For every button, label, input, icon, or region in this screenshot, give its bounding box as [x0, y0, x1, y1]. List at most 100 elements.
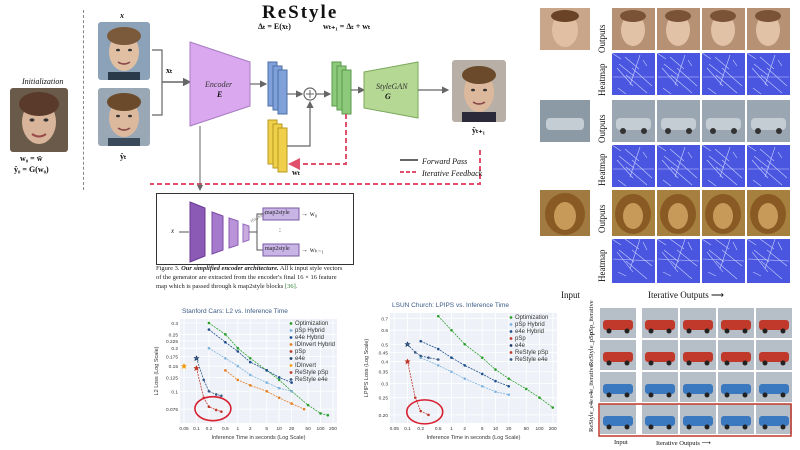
bottom-iter-label: Iterative Outputs ⟶ [656, 440, 711, 447]
heatmap-texture [701, 52, 712, 60]
data-point [480, 356, 484, 359]
data-point [224, 333, 227, 336]
encoder-symbol: E [217, 90, 223, 99]
row-label-e4e-iterative: e4e_iterative [588, 364, 595, 398]
data-point [319, 412, 322, 415]
stylegan-label: StyleGAN [376, 82, 408, 91]
heatmap-texture [617, 271, 627, 277]
y-tick-label: 0.225 [166, 339, 178, 345]
highlight-circle [194, 395, 232, 422]
heatmap-texture [624, 238, 640, 250]
data-point [220, 410, 223, 413]
legend-marker [509, 358, 513, 361]
wheel-shape [666, 328, 672, 334]
car-body [759, 320, 789, 330]
heatmap-texture [707, 179, 717, 187]
heatmap-texture [618, 155, 635, 169]
legend-entry: e4e Hybrid [295, 335, 324, 341]
hair-shape [710, 10, 736, 22]
legend-marker [509, 337, 513, 340]
x-tick-label: 1 [450, 426, 453, 432]
data-point [419, 354, 423, 358]
wheel-shape [724, 392, 730, 398]
y-axis-label: LPIPS Loss (Log Scale) [364, 339, 370, 398]
right-iter-label: Iterative Outputs ⟶ [648, 290, 724, 300]
data-point [406, 360, 409, 363]
data-point [248, 373, 252, 377]
data-point [480, 372, 484, 376]
data-point [302, 407, 306, 411]
yt1-label: ŷₜ₊₁ [472, 126, 485, 135]
legend-marker [289, 343, 293, 346]
data-point [277, 376, 281, 379]
heatmap-texture [719, 146, 731, 178]
heatmap-texture [721, 67, 743, 87]
legend-marker [289, 336, 293, 339]
y-tick-label: 0.7 [381, 316, 388, 322]
heatmap-texture [662, 271, 672, 277]
figure-caption: Figure 3. Our simplified encoder archite… [156, 265, 343, 290]
car-body [683, 320, 713, 330]
heatmap-thumbnail [702, 239, 745, 283]
legend-entry: pSp Hybrid [515, 322, 545, 328]
heatmap-texture [687, 59, 693, 67]
car-body [603, 320, 633, 330]
data-point [236, 350, 240, 353]
heatmap-texture [759, 238, 775, 250]
heatmap-texture [670, 260, 693, 280]
data-point [265, 381, 269, 384]
map2style-bottom: map2style [265, 246, 290, 252]
data-point [419, 339, 423, 343]
wheel-shape [606, 360, 612, 366]
wheel-shape [762, 424, 768, 430]
encoder-block [189, 41, 251, 127]
x-tick-label: 0.2 [206, 426, 213, 432]
heatmap-texture [760, 166, 783, 186]
x-tick-label: 50 [524, 426, 530, 432]
heatmap-texture [777, 151, 783, 159]
heatmap-texture [617, 87, 627, 95]
data-point [214, 408, 218, 412]
data-point [436, 364, 440, 367]
x-tick-label: 20 [506, 426, 512, 432]
heatmap-texture [752, 271, 762, 277]
data-point [436, 314, 440, 318]
wheel-shape [686, 392, 692, 398]
heatmap-texture [624, 148, 640, 162]
data-point [494, 379, 497, 383]
data-point [236, 364, 240, 368]
heatmap-texture [760, 260, 783, 280]
x-tick-label: 0.5 [435, 426, 442, 432]
input-face-image [98, 22, 150, 80]
legend-entry: e4e Hybrid [515, 329, 544, 335]
y-tick-label: 0.25 [379, 396, 389, 402]
wheel-shape [724, 360, 730, 366]
y-axis-label: L2 Loss (Log Scale) [154, 346, 160, 395]
data-point [224, 356, 227, 360]
y-tick-label: 0.6 [381, 328, 388, 334]
x-tick-label: 0.05 [390, 426, 400, 432]
car-shape [751, 118, 786, 130]
init-face-image [10, 88, 68, 152]
data-point [507, 377, 511, 380]
wheel-shape [704, 328, 710, 334]
heatmap-texture [611, 52, 622, 60]
wheel-shape [742, 392, 748, 398]
wheel-shape [704, 424, 710, 430]
heatmap-texture [732, 241, 738, 251]
heatmap-texture [719, 54, 731, 86]
data-point [436, 347, 440, 351]
data-point [406, 342, 409, 346]
car-shape [616, 118, 651, 130]
current-output-face-image [98, 88, 150, 146]
data-point [224, 340, 227, 344]
x-tick-label: 1 [236, 426, 239, 432]
heatmap-texture [663, 155, 680, 169]
heatmap-texture [663, 63, 680, 77]
heatmap-texture [676, 159, 698, 179]
x-tick-label: 200 [549, 426, 557, 432]
heatmap-texture [656, 52, 667, 60]
x-tick-label: 10 [493, 426, 499, 432]
chart-title: Stanford Cars: L2 vs. Inference Time [182, 308, 288, 315]
heatmap-texture [631, 67, 653, 87]
